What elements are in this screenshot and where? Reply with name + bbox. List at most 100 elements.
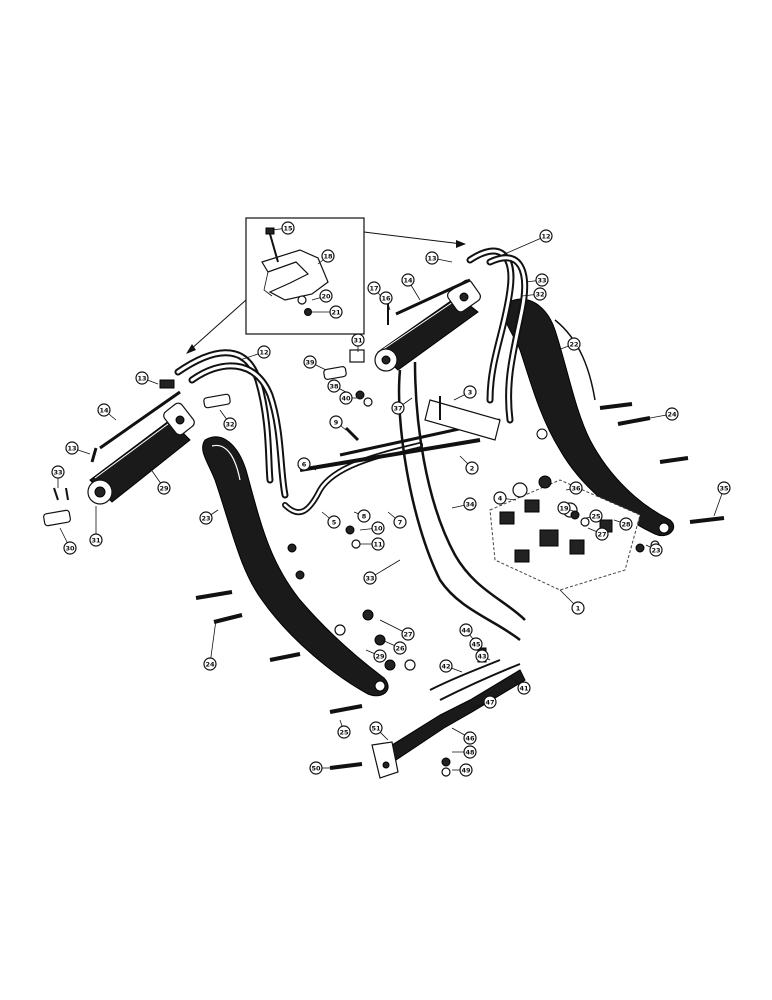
callout-c24b: 24 [203,619,217,671]
callout-c27a: 27 [587,527,609,541]
callout-label: 46 [465,735,475,743]
callout-label: 25 [591,513,601,521]
callout-label: 32 [535,291,544,299]
callout-c22a: 22 [557,337,581,351]
callout-circle [517,681,531,695]
callout-c6: 6 [297,457,317,471]
callout-label: 5 [332,519,337,527]
callout-label: 36 [571,485,581,493]
callout-label: 33 [365,575,374,583]
callout-c14b: 14 [97,403,117,421]
callout-label: 13 [427,255,436,263]
callout-label: 7 [398,519,403,527]
callout-circle [63,541,77,555]
callout-circle [203,657,217,671]
callout-circle [463,385,477,399]
callout-c34: 34 [451,497,477,511]
callout-c26: 26 [381,639,407,655]
callout-c32b: 32 [219,409,237,431]
callout-c31a: 31 [351,333,365,352]
callout-circle [97,403,111,417]
callout-label: 13 [137,375,146,383]
right-lift-arm [503,298,675,536]
callout-c49: 49 [452,763,473,777]
callout-label: 44 [461,627,471,635]
callout-label: 14 [99,407,109,415]
callout-c23a: 23 [199,509,219,525]
right-hydraulic-cylinder [374,278,481,372]
callout-label: 23 [201,515,210,523]
callout-label: 6 [302,461,307,469]
callout-circle [321,249,335,263]
callout-c35: 35 [713,481,731,517]
callout-label: 15 [283,225,293,233]
callout-label: 24 [205,661,215,669]
callout-circle [351,333,365,347]
callout-circle [539,229,553,243]
callout-circle [567,337,581,351]
callout-label: 17 [369,285,378,293]
callout-label: 13 [67,445,76,453]
callout-circle [569,481,583,495]
callout-circle [373,649,387,663]
callout-c51: 51 [369,721,389,741]
callout-circle [371,521,385,535]
callout-label: 20 [321,293,331,301]
callout-label: 12 [541,233,550,241]
callout-c11: 11 [360,537,385,551]
callout-c28: 28 [613,517,633,531]
callout-circle [463,745,477,759]
callout-label: 31 [91,537,101,545]
callout-circle [65,441,79,455]
callout-circle [535,273,549,287]
callout-circle [223,417,237,431]
callout-c33a: 33 [525,273,549,287]
callout-label: 41 [519,685,529,693]
callout-circle [469,637,483,651]
callout-c16a: 16 [379,291,393,311]
callout-circle [337,725,351,739]
callout-c19: 19 [557,501,577,515]
callout-c8: 8 [353,509,371,523]
callout-label: 11 [373,541,383,549]
callout-c25b: 25 [337,719,351,739]
callout-label: 31 [353,337,363,345]
callout-label: 27 [403,631,412,639]
callout-c27b: 27 [379,619,415,641]
callout-leader-line [499,235,547,257]
callout-label: 50 [311,765,321,773]
callout-label: 27 [597,531,606,539]
callout-label: 16 [381,295,391,303]
callout-leader-line [209,619,217,665]
callout-c21a: 21 [310,305,343,319]
callout-label: 37 [393,405,402,413]
callout-c1: 1 [559,589,585,615]
callout-c7: 7 [387,511,407,529]
callout-circle [595,527,609,541]
callout-circle [393,641,407,655]
callout-c29b: 29 [365,649,387,663]
callout-c45: 45 [469,637,485,653]
callout-c43: 43 [475,649,491,663]
callout-circle [257,345,271,359]
callout-label: 30 [65,545,75,553]
callout-circle [357,509,371,523]
callout-c29a: 29 [149,467,171,495]
callout-c30: 30 [59,527,77,555]
callout-circle [369,721,383,735]
callout-c37: 37 [391,397,413,415]
callout-c40: 40 [339,391,360,405]
callout-label: 14 [403,277,413,285]
callout-circle [89,533,103,547]
callout-label: 23 [651,547,660,555]
callout-c41: 41 [509,675,531,695]
callout-label: 39 [305,359,315,367]
callout-circle [329,305,343,319]
callout-c24a: 24 [649,407,679,421]
callout-circle [367,281,381,295]
callout-c33c: 33 [363,559,401,585]
callout-circle [589,509,603,523]
callout-circle [319,289,333,303]
callout-c46: 46 [451,727,477,745]
